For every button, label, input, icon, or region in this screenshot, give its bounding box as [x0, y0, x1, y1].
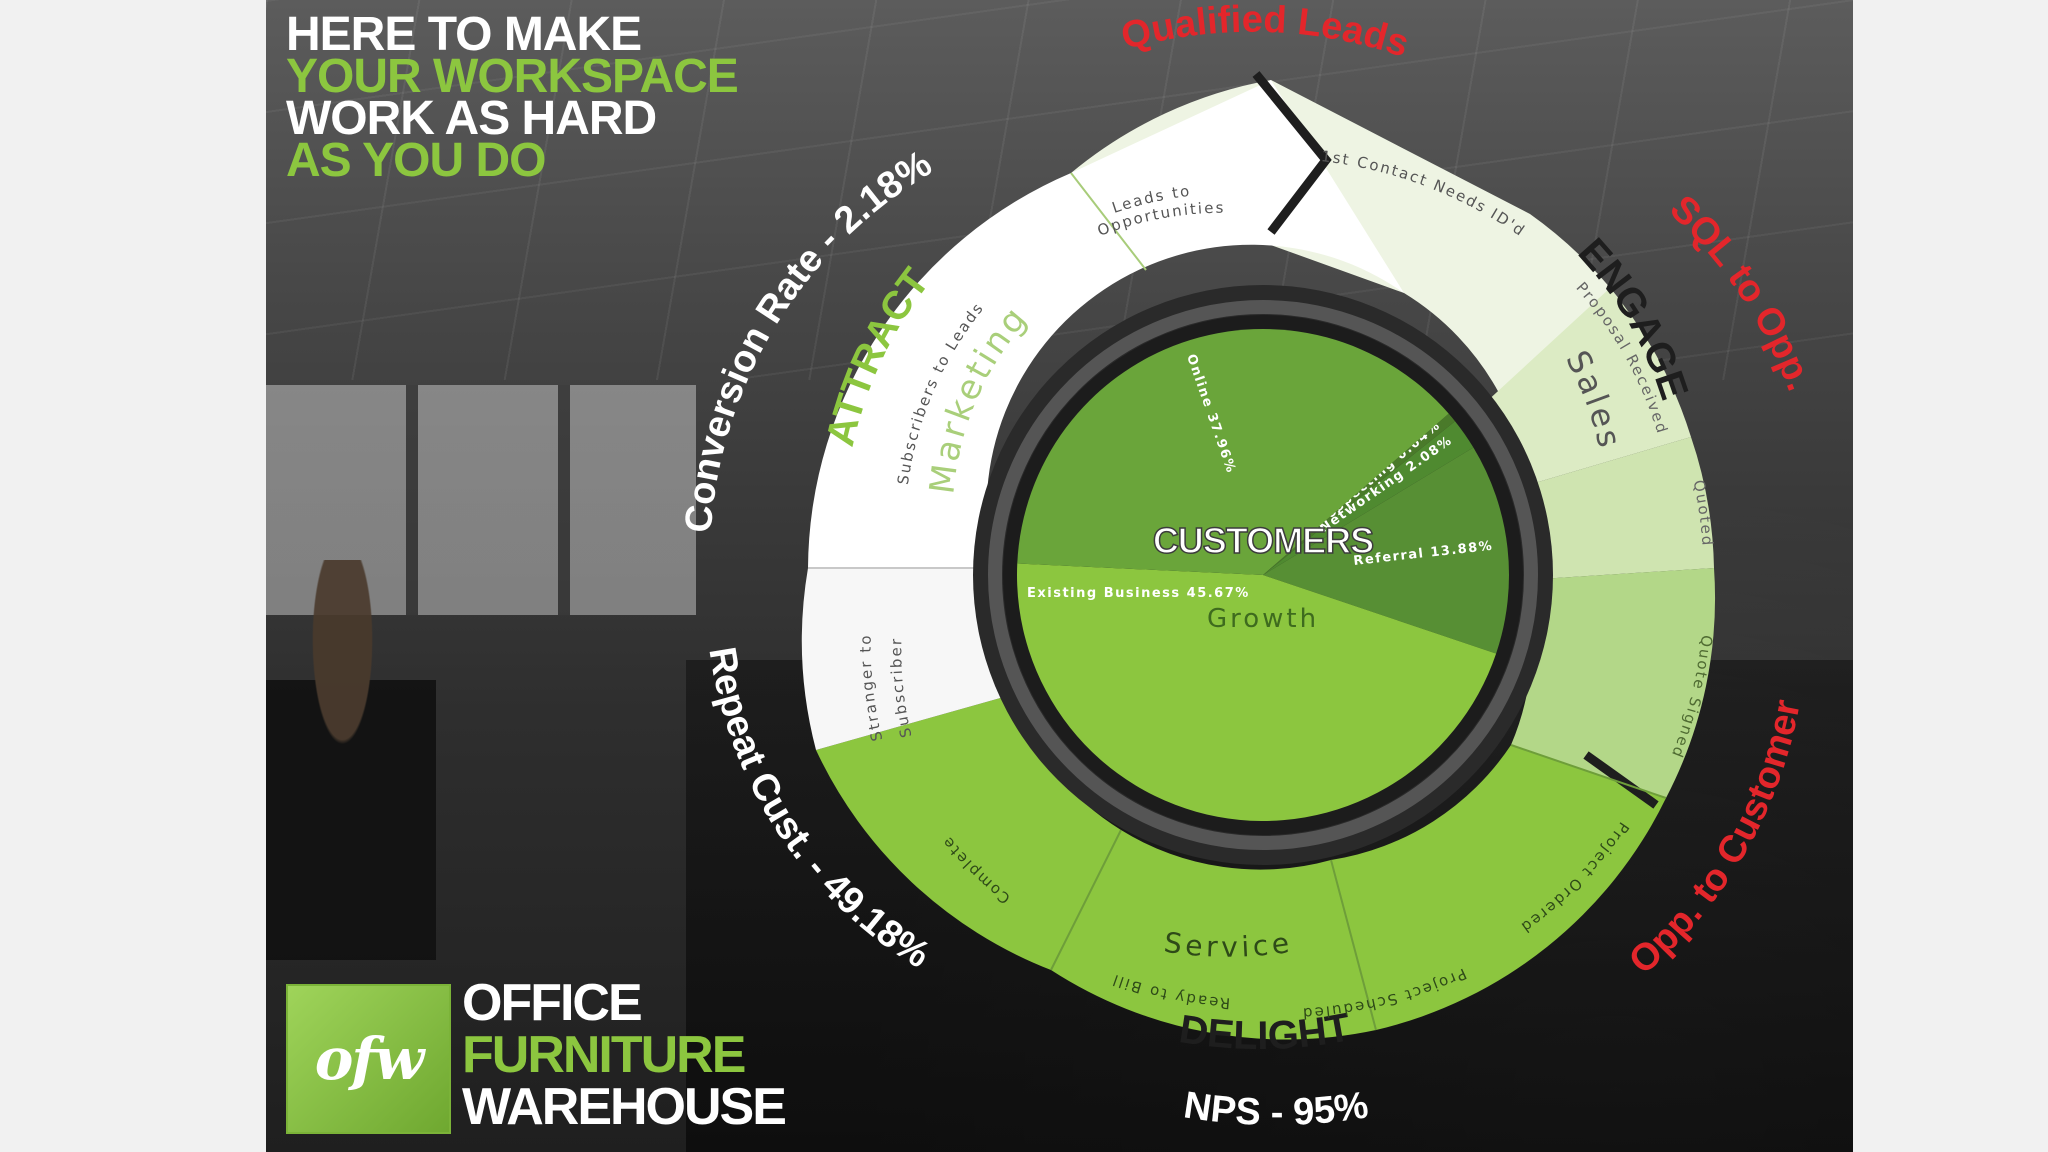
ring-chevron-1 — [1252, 71, 1332, 235]
slide: HERE TO MAKE YOUR WORKSPACE WORK AS HARD… — [266, 0, 1853, 1152]
ring-segment-proposal — [1484, 288, 1691, 485]
flywheel-diagram: Prospecting 0.64%Networking 2.08%Referra… — [678, 0, 1821, 1134]
ring-segment-billing — [1051, 830, 1376, 1040]
ring-segment-attract — [808, 80, 1404, 568]
ring-chevron-2 — [1583, 751, 1659, 809]
ring-segment-stranger — [801, 568, 1011, 750]
logo-line-2: FURNITURE — [462, 1026, 746, 1084]
logo-mark-box: ofw — [286, 984, 451, 1134]
pie-slice — [1263, 421, 1474, 575]
label-nps: NPS - 95% — [1181, 1084, 1371, 1134]
pie-slice — [1017, 563, 1497, 821]
pie-slice — [1263, 413, 1456, 575]
background-person — [266, 560, 436, 960]
logo-line-3: WAREHOUSE — [462, 1078, 787, 1136]
center-title: CUSTOMERS — [1153, 520, 1373, 561]
label-qualified-leads: Qualified Leads — [1117, 0, 1414, 66]
logo-line-1: OFFICE — [462, 974, 643, 1032]
label-sql-to-opp: SQL to Opp. — [1662, 188, 1821, 397]
logo-monogram: ofw — [314, 1025, 425, 1093]
dept-service: Service — [1162, 926, 1295, 964]
headline-line-3: WORK AS HARD — [286, 92, 657, 145]
dept-growth: Growth — [1207, 604, 1319, 634]
ring-segment-project — [1331, 745, 1666, 1030]
ring-segment-quote-signed — [1511, 568, 1716, 798]
headline-line-4: AS YOU DO — [286, 134, 546, 187]
headline-line-1: HERE TO MAKE — [286, 8, 642, 61]
pie-slice — [1263, 447, 1509, 654]
pie-slice — [1017, 329, 1449, 575]
outer-ring — [801, 71, 1716, 1040]
headline-line-2: YOUR WORKSPACE — [286, 50, 739, 103]
customers-pie: Prospecting 0.64%Networking 2.08%Referra… — [1017, 329, 1509, 821]
pie-slice-label: Existing Business 45.67% — [1027, 586, 1250, 601]
ring-segment-quoted — [1525, 437, 1714, 580]
